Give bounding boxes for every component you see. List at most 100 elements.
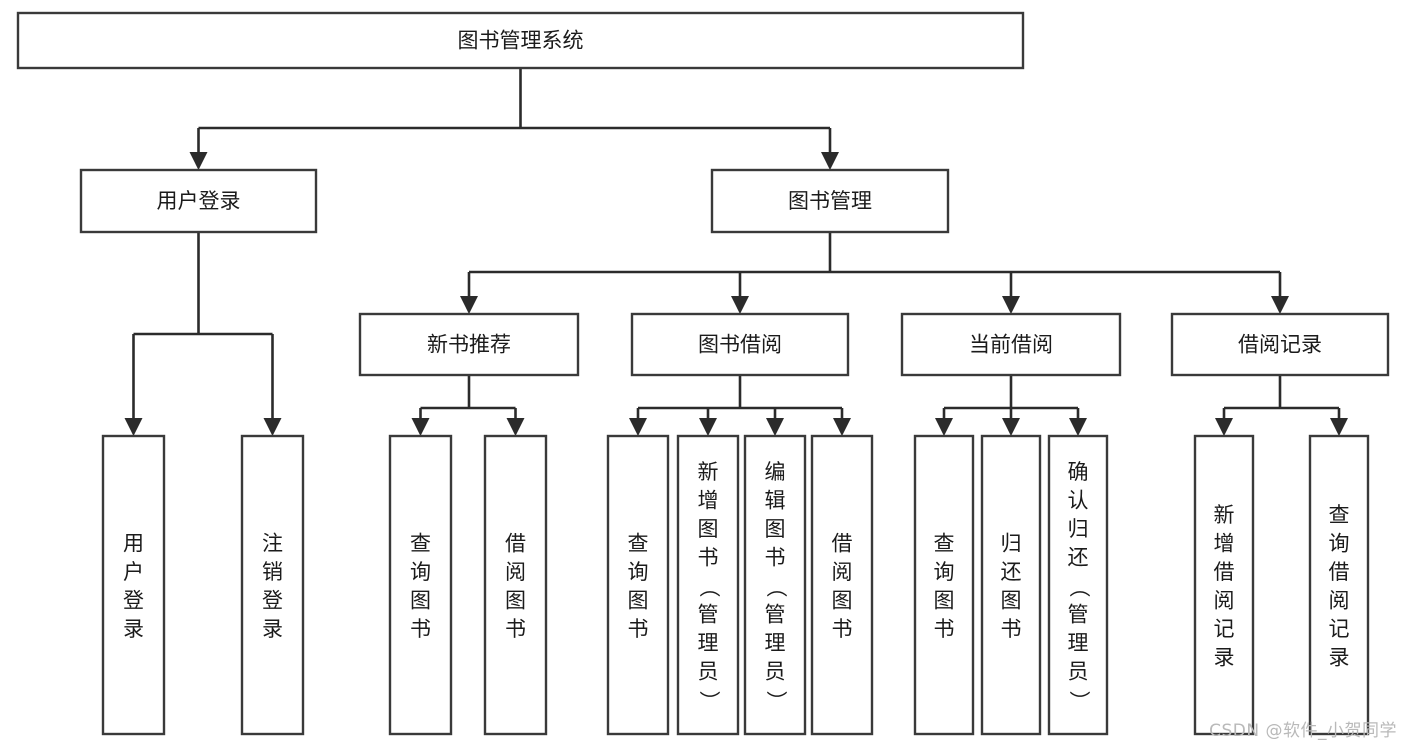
node-label-char: 图 (628, 588, 649, 612)
node-label-char: 登 (262, 588, 283, 612)
level2-node-用户登录-0[interactable]: 用户登录 (79, 168, 318, 234)
node-label-char: （ (1067, 577, 1091, 598)
node-label-char: 员 (1068, 660, 1089, 684)
node-label-char: 用 (123, 531, 144, 555)
node-label-char: 书 (765, 546, 786, 570)
node-box (1047, 434, 1109, 736)
node-label-char: ） (697, 691, 721, 712)
node-box (913, 434, 975, 736)
node-box (630, 312, 850, 377)
node-label-char: 借 (1214, 560, 1235, 584)
node-label-char: 借 (1329, 560, 1350, 584)
node-label-char: 书 (832, 617, 853, 641)
connectors-layer (124, 68, 1349, 437)
node-label-char: ） (764, 691, 788, 712)
node-label-char: 图 (765, 517, 786, 541)
node-label-char: （ (697, 577, 721, 598)
node-label: 新书推荐 (427, 333, 511, 357)
node-label-char: 辑 (765, 489, 786, 513)
node-label-char: 录 (262, 617, 283, 641)
node-label-char: 理 (1068, 631, 1089, 655)
node-box (16, 11, 1025, 70)
node-label-char: 书 (628, 617, 649, 641)
node-label-char: ） (1067, 691, 1091, 712)
node-label-char: 归 (1001, 531, 1022, 555)
node-label-char: 借 (505, 531, 526, 555)
node-label-char: 增 (1214, 531, 1235, 555)
node-label-char: 员 (698, 660, 719, 684)
node-label: 图书管理 (788, 189, 872, 213)
node-label-char: 询 (934, 560, 955, 584)
node-box (900, 312, 1122, 377)
node-box (1308, 434, 1370, 736)
node-label-char: 户 (123, 560, 144, 584)
node-label-char: 图 (505, 588, 526, 612)
node-label-char: 阅 (505, 560, 526, 584)
node-label-char: 书 (698, 546, 719, 570)
node-label-char: 询 (1329, 531, 1350, 555)
node-label-char: 管 (1068, 603, 1089, 627)
node-label-char: 阅 (1329, 588, 1350, 612)
node-label-char: 图 (934, 588, 955, 612)
node-label-char: 新 (1214, 503, 1235, 527)
level3-node-借阅记录-3[interactable]: 借阅记录 (1170, 312, 1390, 377)
node-box (676, 434, 740, 736)
level3-node-新书推荐-0[interactable]: 新书推荐 (358, 312, 580, 377)
node-label-char: （ (764, 577, 788, 598)
node-label-char: 查 (410, 531, 431, 555)
node-label-char: 编 (765, 460, 786, 484)
node-label-char: 询 (628, 560, 649, 584)
node-label-char: 书 (410, 617, 431, 641)
node-label: 当前借阅 (969, 333, 1053, 357)
node-label-char: 认 (1068, 489, 1089, 513)
level2-node-图书管理-1[interactable]: 图书管理 (710, 168, 950, 234)
node-label-char: 记 (1214, 617, 1235, 641)
node-label-char: 录 (123, 617, 144, 641)
node-box (980, 434, 1042, 736)
node-label-char: 新 (698, 460, 719, 484)
node-label-char: 理 (698, 631, 719, 655)
root-node-图书管理系统-0[interactable]: 图书管理系统 (16, 11, 1025, 70)
node-label-char: 记 (1329, 617, 1350, 641)
node-label-char: 还 (1001, 560, 1022, 584)
csdn-watermark: CSDN @软件_小贺同学 (1209, 721, 1397, 741)
node-label-char: 借 (832, 531, 853, 555)
node-label-char: 查 (1329, 503, 1350, 527)
level3-node-当前借阅-2[interactable]: 当前借阅 (900, 312, 1122, 377)
node-label-char: 图 (1001, 588, 1022, 612)
node-label-char: 询 (410, 560, 431, 584)
node-label-char: 书 (505, 617, 526, 641)
node-box (743, 434, 807, 736)
node-box (483, 434, 548, 736)
node-box (388, 434, 453, 736)
nodes-layer: 图书管理系统用户登录图书管理新书推荐图书借阅当前借阅借阅记录用户登录注销登录查询… (16, 11, 1390, 736)
node-label-char: 录 (1329, 645, 1350, 669)
node-label-char: 员 (765, 660, 786, 684)
node-label-char: 书 (1001, 617, 1022, 641)
level3-node-图书借阅-1[interactable]: 图书借阅 (630, 312, 850, 377)
node-label-char: 注 (262, 531, 283, 555)
node-label-char: 书 (934, 617, 955, 641)
node-label: 图书管理系统 (458, 29, 584, 53)
node-box (1193, 434, 1255, 736)
node-box (79, 168, 318, 234)
node-label-char: 还 (1068, 546, 1089, 570)
node-label-char: 管 (765, 603, 786, 627)
node-label: 图书借阅 (698, 333, 782, 357)
node-box (101, 434, 166, 736)
leaf-node-用户登录-0[interactable]: 用户登录 (101, 434, 166, 736)
node-box (710, 168, 950, 234)
